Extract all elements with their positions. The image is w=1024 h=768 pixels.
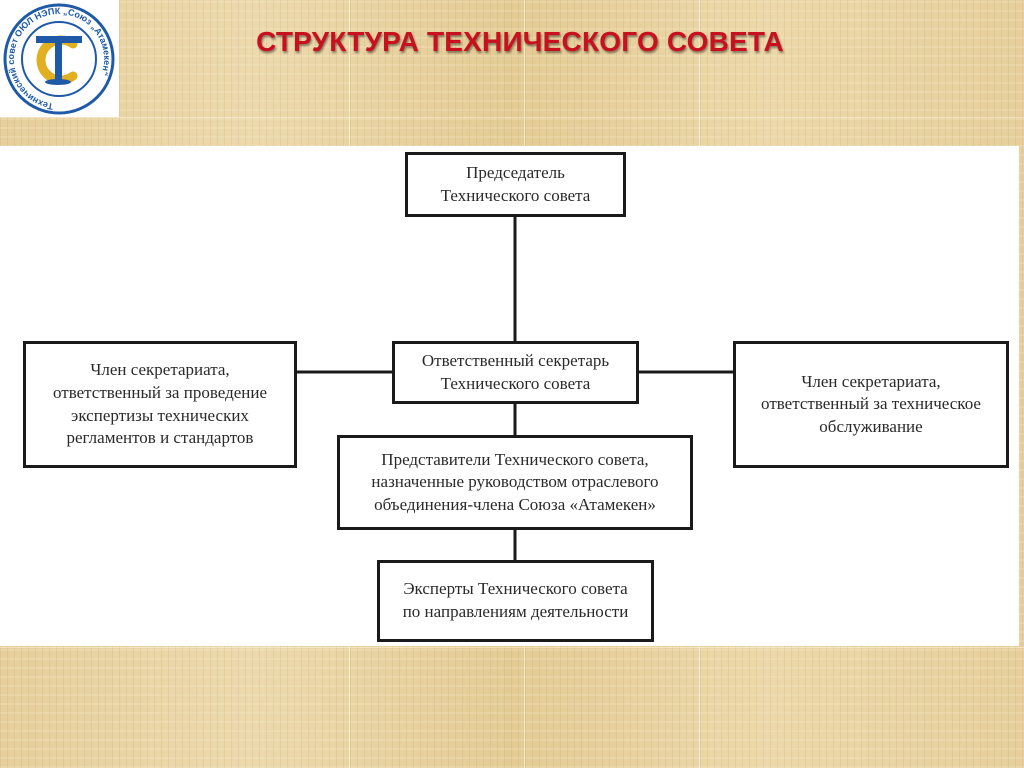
- chairman-box: Председатель Технического совета: [405, 152, 626, 217]
- left-member-box: Член секретариата, ответственный за пров…: [23, 341, 297, 468]
- right-member-box: Член секретариата, ответственный за техн…: [733, 341, 1009, 468]
- secretary-label: Ответственный секретарь Технического сов…: [421, 350, 610, 393]
- chairman-label: Председатель Технического совета: [440, 162, 591, 205]
- logo: Технический совет ОЮЛ НЭПК „Союз „Атамек…: [0, 0, 119, 117]
- experts-label: Эксперты Технического совета по направле…: [402, 579, 629, 621]
- org-chart: Председатель Технического совета Ответст…: [0, 146, 1019, 646]
- experts-box: Эксперты Технического совета по направле…: [377, 560, 654, 642]
- representatives-label: Представители Технического совета, назна…: [371, 449, 659, 514]
- representatives-box: Представители Технического совета, назна…: [337, 435, 693, 530]
- left-member-label: Член секретариата, ответственный за пров…: [52, 360, 268, 448]
- page-title: СТРУКТУРА ТЕХНИЧЕСКОГО СОВЕТА: [256, 26, 784, 57]
- background-divider: [0, 117, 1024, 118]
- right-member-label: Член секретариата, ответственный за техн…: [761, 371, 981, 436]
- background-divider: [0, 647, 1024, 648]
- connector-lines: [297, 216, 733, 560]
- technical-council-logo-icon: Технический совет ОЮЛ НЭПК „Союз „Атамек…: [3, 3, 115, 115]
- secretary-box: Ответственный секретарь Технического сов…: [392, 341, 639, 404]
